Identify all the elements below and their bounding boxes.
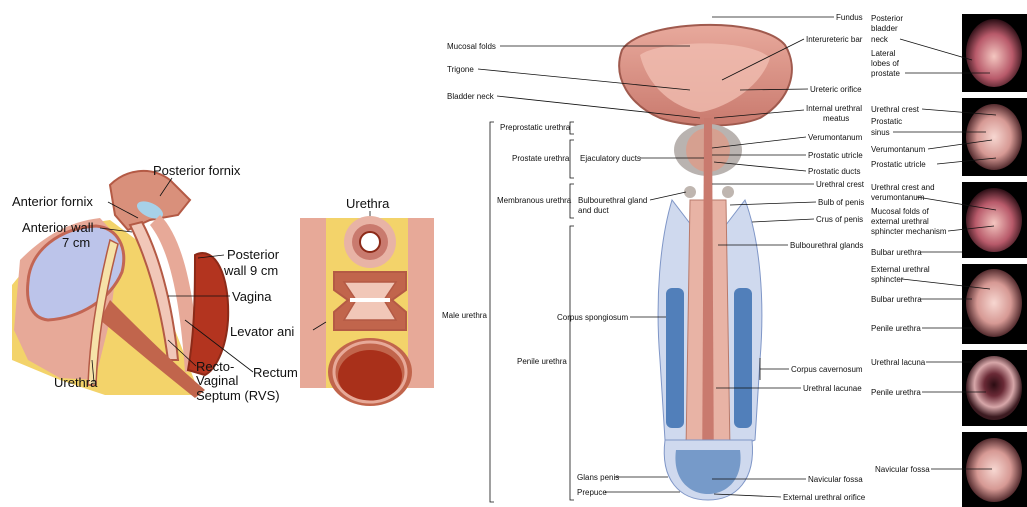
scope1-label-1: Posterior — [871, 14, 903, 23]
label-urethral-crest: Urethral crest — [816, 180, 865, 189]
label-prepuce: Prepuce — [577, 488, 607, 497]
label-bulbourethral-gland: Bulbourethral gland — [578, 196, 647, 205]
label-urethral-lacunae: Urethral lacunae — [803, 384, 862, 393]
scope5-label-2: Penile urethra — [871, 388, 921, 397]
scope4-label-4: Bulbar urethra — [871, 295, 922, 304]
corpus-cavernosum-right — [734, 288, 752, 428]
label-bulbourethral-duct: and duct — [578, 206, 609, 215]
scope6-label-1: Navicular fossa — [875, 465, 930, 474]
label-bladder-neck: Bladder neck — [447, 92, 495, 101]
label-crus-of-penis: Crus of penis — [816, 215, 863, 224]
label-vagina: Vagina — [232, 289, 272, 304]
label-external-orifice: External urethral orifice — [783, 493, 866, 502]
label-anterior-fornix: Anterior fornix — [12, 194, 93, 209]
endoscope-image-6 — [966, 438, 1022, 502]
scope1-label-6: prostate — [871, 69, 900, 78]
label-navicular-fossa: Navicular fossa — [808, 475, 863, 484]
scope4-label-2: External urethral — [871, 265, 930, 274]
label-fundus: Fundus — [836, 13, 863, 22]
label-anterior-wall: Anterior wall — [22, 220, 94, 235]
endoscope-image-1 — [966, 19, 1022, 87]
scope1-label-3: neck — [871, 35, 889, 44]
label-urethra-top: Urethra — [346, 196, 390, 211]
label-internal-meatus-2: meatus — [823, 114, 849, 123]
scope1-label-2: bladder — [871, 24, 898, 33]
label-bulb-of-penis: Bulb of penis — [818, 198, 864, 207]
label-prostatic-urethra: Prostate urethra — [512, 154, 570, 163]
label-verumontanum: Verumontanum — [808, 133, 863, 142]
scope4-label-3: sphincter — [871, 275, 904, 284]
label-rectum: Rectum — [253, 365, 298, 380]
endoscope-image-4 — [966, 269, 1022, 337]
label-internal-meatus-1: Internal urethral — [806, 104, 862, 113]
corpus-spongiosum-left — [666, 288, 684, 428]
scope5-label-1: Urethral lacuna — [871, 358, 926, 367]
label-ejaculatory-ducts: Ejaculatory ducts — [580, 154, 641, 163]
scope1-label-4: Lateral — [871, 49, 896, 58]
label-posterior-wall-length: wall 9 cm — [223, 263, 278, 278]
label-prostatic-utricle: Prostatic utricle — [808, 151, 863, 160]
endoscope-image-5 — [966, 356, 1022, 420]
label-membranous-urethra: Membranous urethra — [497, 196, 572, 205]
label-corpus-cavernosum: Corpus cavernosum — [791, 365, 863, 374]
label-prostatic-ducts: Prostatic ducts — [808, 167, 860, 176]
label-penile-urethra: Penile urethra — [517, 357, 567, 366]
label-rvs-1: Recto- — [196, 359, 234, 374]
male-urethra-diagram — [619, 25, 792, 500]
scope1-label-5: lobes of — [871, 59, 900, 68]
label-male-urethra: Male urethra — [442, 311, 487, 320]
label-preprostatic-urethra: Preprostatic urethra — [500, 123, 571, 132]
label-trigone: Trigone — [447, 65, 474, 74]
label-glans-penis: Glans penis — [577, 473, 619, 482]
scope3-label-5: sphincter mechanism — [871, 227, 947, 236]
scope2-label-3: sinus — [871, 128, 890, 137]
label-posterior-wall: Posterior — [227, 247, 280, 262]
scope2-label-5: Prostatic utricle — [871, 160, 926, 169]
female-cross-section: Urethra — [300, 196, 434, 406]
label-corpus-spongiosum: Corpus spongiosum — [557, 313, 628, 322]
scope3-label-1: Urethral crest and — [871, 183, 935, 192]
label-urethra-left: Urethra — [54, 375, 98, 390]
label-ureteric-orifice: Ureteric orifice — [810, 85, 862, 94]
endoscopy-panels — [962, 14, 1027, 507]
label-posterior-fornix: Posterior fornix — [153, 163, 241, 178]
label-mucosal-folds: Mucosal folds — [447, 42, 496, 51]
scope3-label-2: verumontanum — [871, 193, 925, 202]
scope2-label-1: Urethral crest — [871, 105, 920, 114]
rectum-shape — [188, 253, 228, 375]
scope2-label-2: Prostatic — [871, 117, 902, 126]
label-interureteric-bar: Interureteric bar — [806, 35, 863, 44]
scope4-label-5: Penile urethra — [871, 324, 921, 333]
label-anterior-wall-length: 7 cm — [62, 235, 90, 250]
scope2-label-4: Verumontanum — [871, 145, 926, 154]
scope3-label-4: external urethral — [871, 217, 929, 226]
endoscope-image-3 — [966, 188, 1022, 252]
scope4-label-1: Bulbar urethra — [871, 248, 922, 257]
label-levator-ani: Levator ani — [230, 324, 294, 339]
scope3-label-3: Mucosal folds of — [871, 207, 930, 216]
label-rvs-3: Septum (RVS) — [196, 388, 280, 403]
label-bulbourethral-glands: Bulbourethral glands — [790, 241, 863, 250]
label-rvs-2: Vaginal — [196, 373, 239, 388]
